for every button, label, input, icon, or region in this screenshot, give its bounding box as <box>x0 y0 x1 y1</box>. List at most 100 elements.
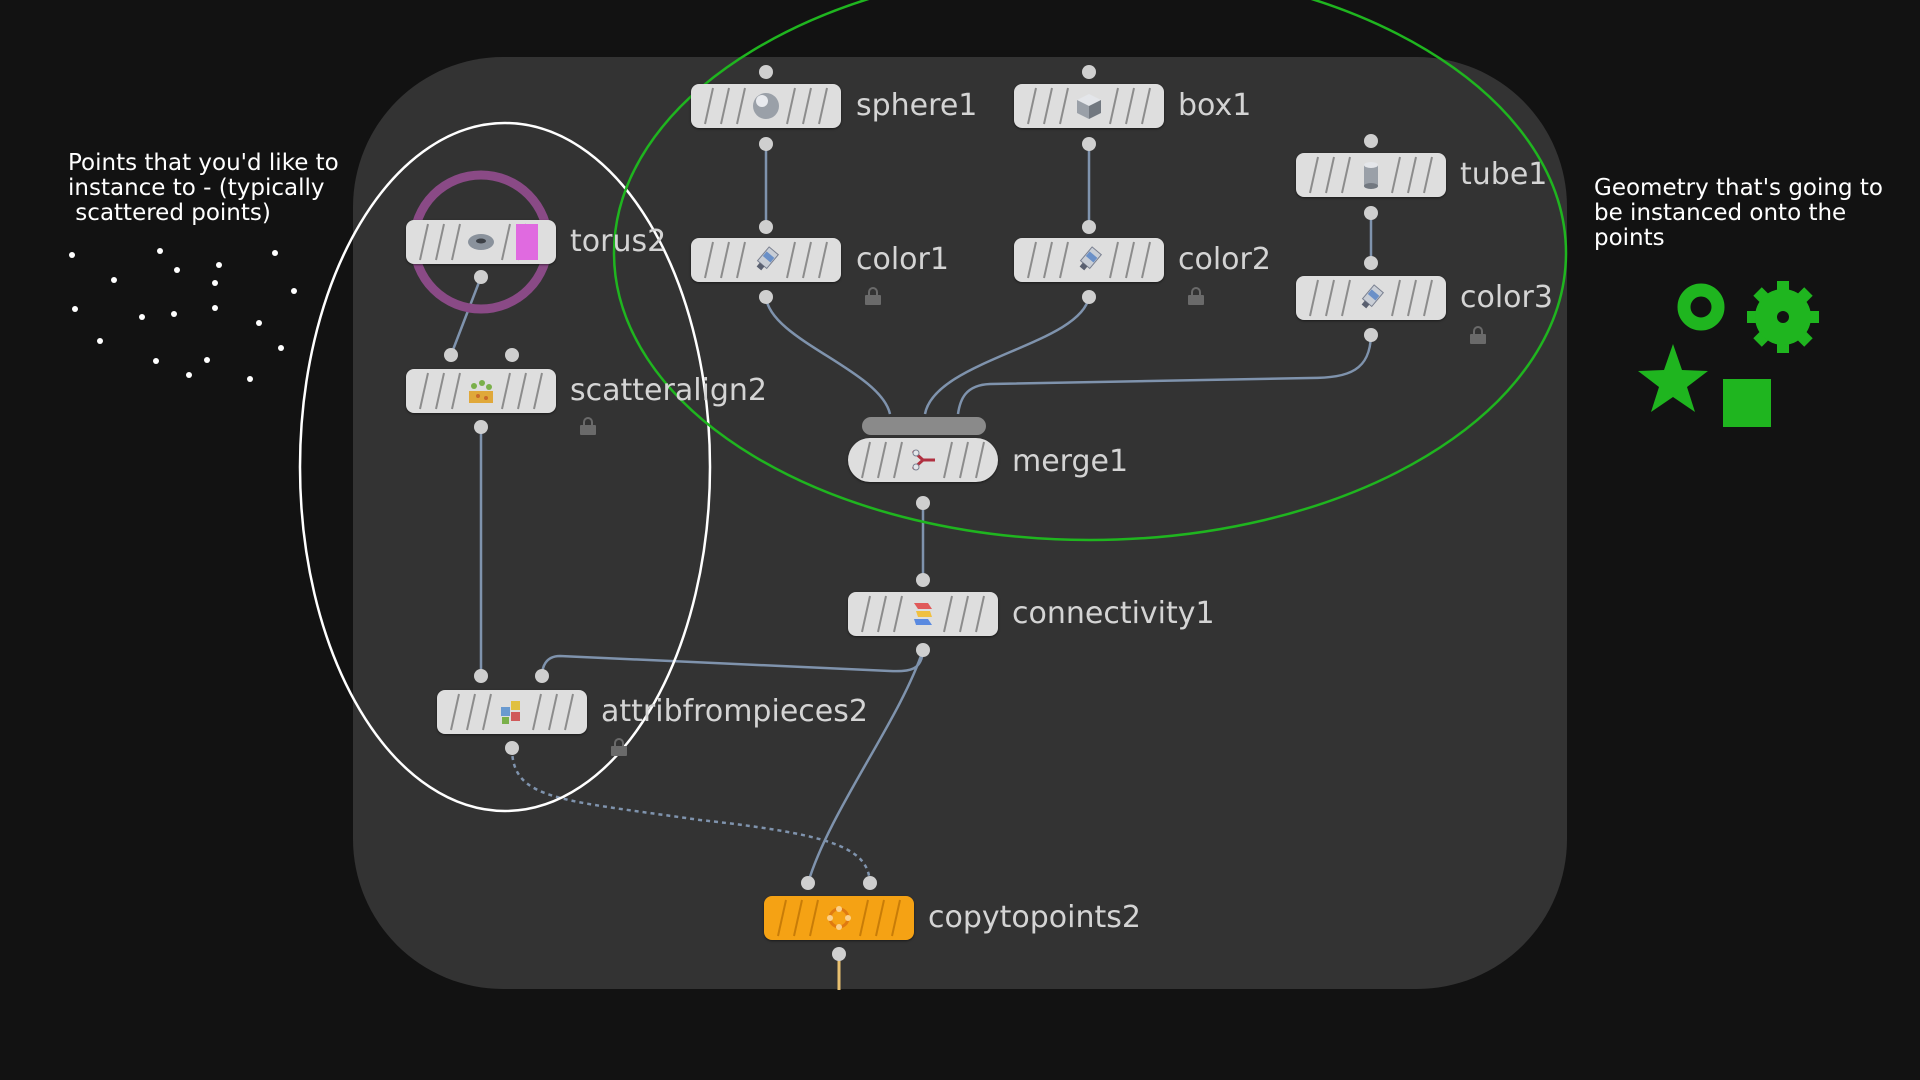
merge-icon <box>911 449 935 471</box>
scatter-point <box>278 345 284 351</box>
scatter-point <box>212 280 218 286</box>
wire-color1-merge1 <box>764 296 892 415</box>
node-attribfrompieces2[interactable] <box>437 690 587 734</box>
input-port[interactable] <box>759 220 773 234</box>
node-stripes <box>704 87 828 125</box>
input-port[interactable] <box>916 573 930 587</box>
scatter-point <box>186 372 192 378</box>
node-merge1[interactable] <box>848 438 998 482</box>
scatter-point <box>212 305 218 311</box>
node-label-color2[interactable]: color2 <box>1178 242 1271 277</box>
node-label-color1[interactable]: color1 <box>856 242 949 277</box>
node-sphere1[interactable] <box>691 84 841 128</box>
input-port[interactable] <box>444 348 458 362</box>
paint-tube-icon <box>756 246 780 271</box>
node-stripes <box>777 899 901 937</box>
node-stripes <box>1027 87 1151 125</box>
scatter-point <box>97 338 103 344</box>
output-port[interactable] <box>1082 290 1096 304</box>
node-tube1[interactable] <box>1296 153 1446 197</box>
input-port[interactable] <box>535 669 549 683</box>
node-label-color3[interactable]: color3 <box>1460 280 1553 315</box>
scatter-point <box>216 262 222 268</box>
merge-bar <box>862 417 986 435</box>
node-torus2[interactable] <box>406 220 556 264</box>
input-port[interactable] <box>1364 134 1378 148</box>
output-port[interactable] <box>759 137 773 151</box>
node-stripes <box>861 441 985 479</box>
output-port[interactable] <box>759 290 773 304</box>
input-port[interactable] <box>505 348 519 362</box>
node-label-sphere1[interactable]: sphere1 <box>856 88 978 123</box>
input-port[interactable] <box>1082 65 1096 79</box>
node-color1[interactable] <box>691 238 841 282</box>
points-annotation: Points that you'd like to instance to - … <box>68 150 339 226</box>
input-port[interactable] <box>801 876 815 890</box>
node-label-connectivity1[interactable]: connectivity1 <box>1012 596 1215 631</box>
output-port[interactable] <box>505 741 519 755</box>
scatter-point <box>111 277 117 283</box>
node-box1[interactable] <box>1014 84 1164 128</box>
scatter-icon <box>469 380 493 403</box>
wire-color2-merge1 <box>923 296 1091 415</box>
output-port[interactable] <box>1364 328 1378 342</box>
output-port[interactable] <box>916 496 930 510</box>
scatter-point <box>256 320 262 326</box>
node-copytopoints2[interactable] <box>764 896 914 940</box>
lock-icon[interactable] <box>865 287 881 305</box>
node-label-scatteralign2[interactable]: scatteralign2 <box>570 373 768 408</box>
input-port[interactable] <box>759 65 773 79</box>
node-label-copytopoints2[interactable]: copytopoints2 <box>928 900 1141 935</box>
output-port[interactable] <box>1082 137 1096 151</box>
attrib-pieces-icon <box>501 701 520 724</box>
scatter-point <box>72 306 78 312</box>
node-scatteralign2[interactable] <box>406 369 556 413</box>
lock-icon[interactable] <box>580 417 596 435</box>
node-stripes <box>1309 279 1433 317</box>
input-port[interactable] <box>1364 256 1378 270</box>
node-stripes <box>861 595 985 633</box>
wire-connectivity1-copytopoints2 <box>806 649 925 884</box>
output-port[interactable] <box>916 643 930 657</box>
output-port[interactable] <box>474 270 488 284</box>
torus-icon <box>468 234 494 250</box>
scatter-point <box>157 248 163 254</box>
wire-torus2-scatteralign2 <box>449 276 483 356</box>
node-stripes <box>704 241 828 279</box>
scatter-point <box>247 376 253 382</box>
node-stripes <box>450 693 574 731</box>
node-color2[interactable] <box>1014 238 1164 282</box>
scatter-point <box>171 311 177 317</box>
box-icon <box>1077 94 1101 119</box>
node-stripes <box>1027 241 1151 279</box>
node-label-attribfrompieces2[interactable]: attribfrompieces2 <box>601 694 868 729</box>
scatter-point <box>139 314 145 320</box>
node-connectivity1[interactable] <box>848 592 998 636</box>
node-stripes <box>419 372 543 410</box>
output-port[interactable] <box>1364 206 1378 220</box>
input-port[interactable] <box>863 876 877 890</box>
output-port[interactable] <box>474 420 488 434</box>
lock-icon[interactable] <box>611 738 627 756</box>
node-label-tube1[interactable]: tube1 <box>1460 157 1548 192</box>
input-port[interactable] <box>1082 220 1096 234</box>
node-label-box1[interactable]: box1 <box>1178 88 1252 123</box>
node-color3[interactable] <box>1296 276 1446 320</box>
points-highlight-ellipse <box>298 121 712 813</box>
node-label-merge1[interactable]: merge1 <box>1012 444 1129 479</box>
geometry-annotation: Geometry that's going to be instanced on… <box>1594 175 1883 251</box>
paint-tube-icon <box>1079 246 1103 271</box>
lock-icon[interactable] <box>1188 287 1204 305</box>
scatter-point <box>291 288 297 294</box>
input-port[interactable] <box>474 669 488 683</box>
lock-icon[interactable] <box>1470 326 1486 344</box>
display-flag[interactable] <box>516 224 538 260</box>
paint-tube-icon <box>1361 284 1385 309</box>
sphere-icon <box>753 93 779 119</box>
wire-connectivity1-attribfrompieces2 <box>540 649 925 677</box>
scatter-point <box>174 267 180 273</box>
wire-attribfrompieces2-copytopoints2 <box>510 747 872 884</box>
output-port[interactable] <box>832 947 846 961</box>
node-label-torus2[interactable]: torus2 <box>570 224 667 259</box>
scatter-point <box>272 250 278 256</box>
